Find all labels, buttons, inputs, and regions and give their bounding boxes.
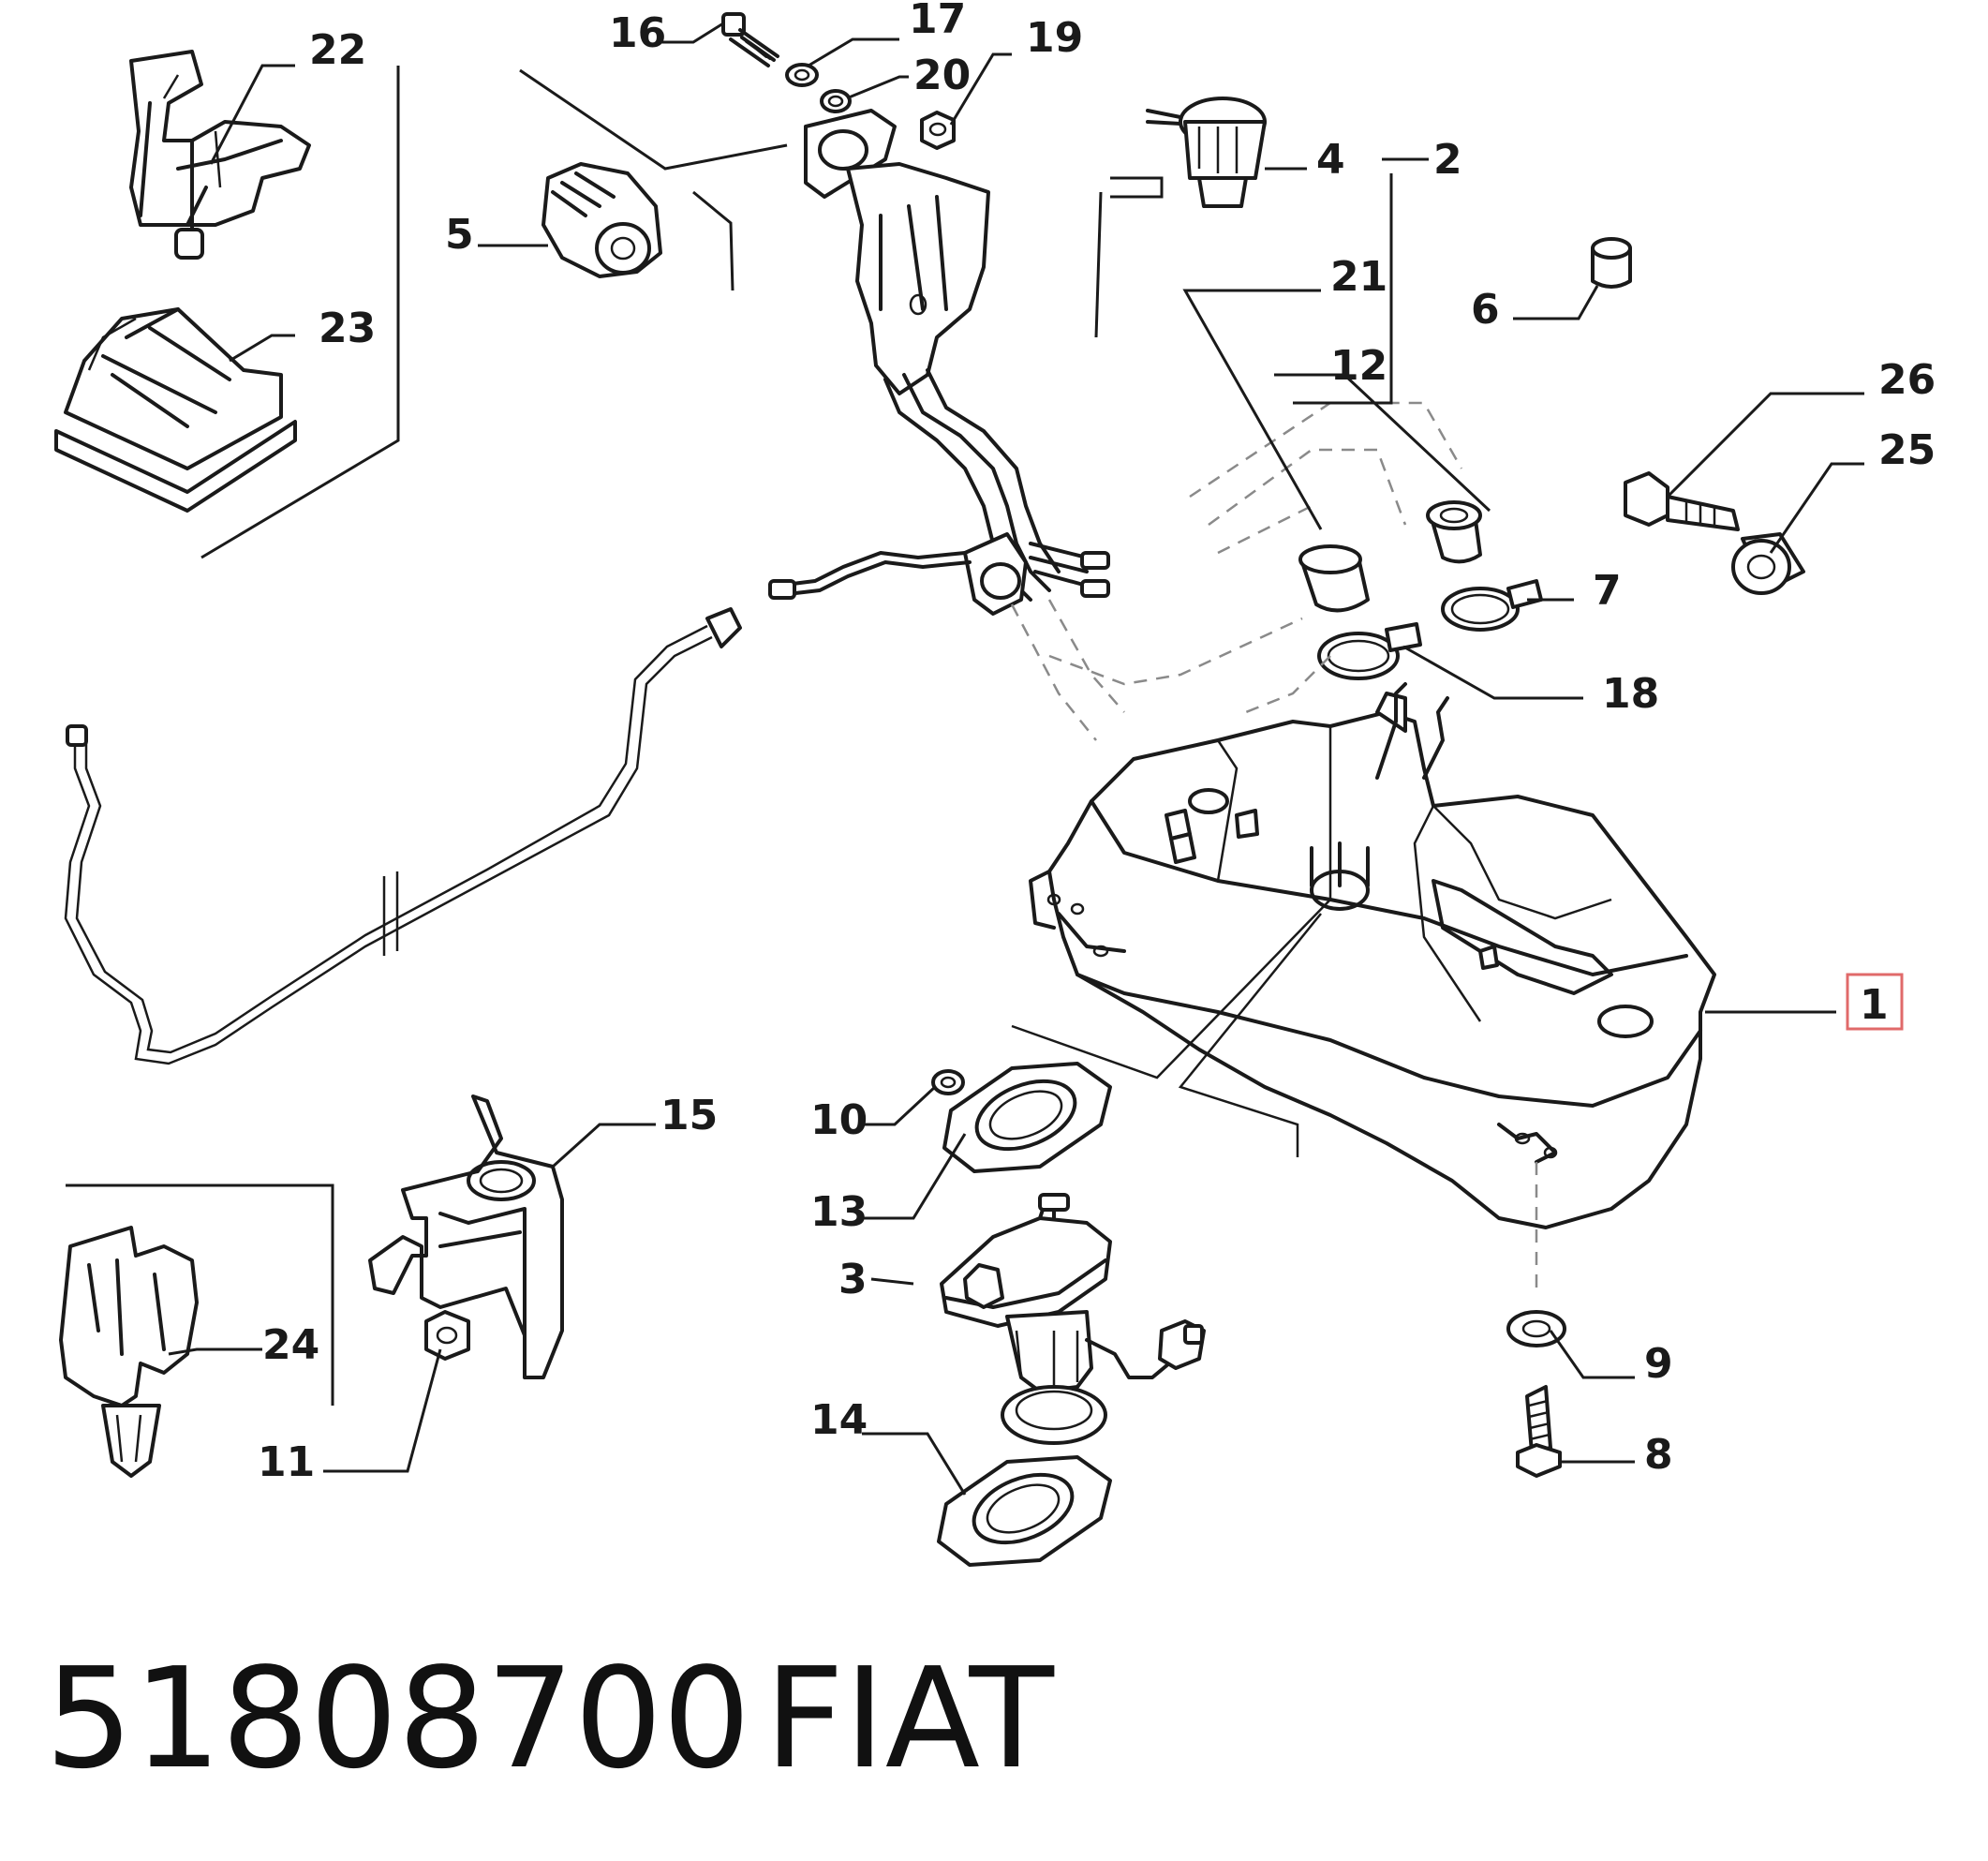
part-1-fuel-tank — [1029, 682, 1716, 1229]
callout-15[interactable]: 15 — [660, 1092, 718, 1139]
callout-1-highlight — [1846, 973, 1904, 1031]
callout-18[interactable]: 18 — [1602, 670, 1659, 718]
fuel-line-pipe — [64, 607, 742, 1065]
part-5-fuel-cap — [542, 162, 662, 278]
assembly-guide-lines — [1010, 401, 1463, 741]
part-8-bolt — [1516, 1385, 1562, 1478]
part-6-sleeve — [1591, 237, 1632, 289]
callout-7[interactable]: 7 — [1593, 567, 1622, 615]
part-14-gasket — [937, 1455, 1112, 1567]
part-26-bolt — [1624, 471, 1740, 531]
callout-12[interactable]: 12 — [1330, 342, 1387, 390]
group-box-24 — [66, 1184, 334, 1406]
callout-1[interactable]: 1 — [1860, 981, 1889, 1029]
part-15-bracket — [368, 1094, 564, 1379]
callout-17[interactable]: 17 — [909, 0, 966, 43]
callout-23[interactable]: 23 — [319, 305, 376, 352]
part-22-clip — [129, 50, 311, 260]
part-10-washer — [931, 1069, 965, 1095]
part-24-clip — [59, 1226, 199, 1478]
part-3-fuel-pump — [940, 1193, 1206, 1445]
callout-2[interactable]: 2 — [1433, 136, 1462, 184]
callout-5[interactable]: 5 — [445, 211, 474, 259]
callout-4[interactable]: 4 — [1316, 136, 1345, 184]
callout-13[interactable]: 13 — [810, 1188, 868, 1236]
callout-labels: 1 2 3 4 5 6 7 8 9 10 11 12 13 14 15 16 1… — [258, 0, 1936, 1486]
part-7-hose-clamp — [1441, 579, 1543, 632]
part-19-nut — [920, 111, 956, 150]
part-23-pad — [54, 307, 297, 513]
callout-leaders — [168, 22, 1864, 1496]
callout-9[interactable]: 9 — [1644, 1340, 1673, 1388]
part-25-spacer — [1731, 532, 1805, 595]
callout-24[interactable]: 24 — [262, 1321, 319, 1369]
part-21-hose-sleeve — [1298, 544, 1370, 613]
callout-14[interactable]: 14 — [810, 1396, 868, 1444]
part-17-washer — [785, 63, 819, 87]
callout-21[interactable]: 21 — [1330, 253, 1387, 301]
part-2-filler-neck — [519, 68, 1164, 616]
callout-25[interactable]: 25 — [1878, 426, 1936, 474]
part-11-nut — [424, 1310, 470, 1361]
callout-6[interactable]: 6 — [1471, 286, 1500, 334]
part-9-washer — [1506, 1310, 1566, 1347]
group-box-22-23 — [200, 66, 400, 559]
part-number-label: 51808700 — [45, 1638, 751, 1799]
callout-10[interactable]: 10 — [810, 1096, 868, 1144]
callout-8[interactable]: 8 — [1644, 1431, 1673, 1479]
pump-guide-lines — [1011, 899, 1538, 1293]
part-4-vent-valve — [1146, 97, 1267, 208]
callout-16[interactable]: 16 — [609, 9, 666, 57]
part-13-gasket — [942, 1062, 1112, 1173]
callout-26[interactable]: 26 — [1878, 356, 1936, 404]
callout-3[interactable]: 3 — [838, 1256, 868, 1303]
part-12-grommet — [1426, 500, 1482, 564]
callout-22[interactable]: 22 — [309, 26, 366, 74]
brand-label: FIAT — [764, 1638, 1054, 1799]
part-16-screw — [721, 12, 779, 67]
callout-11[interactable]: 11 — [258, 1438, 315, 1486]
callout-20[interactable]: 20 — [913, 52, 971, 99]
callout-19[interactable]: 19 — [1026, 14, 1083, 62]
part-18-hose-clamp — [1317, 622, 1422, 680]
part-20-washer — [820, 89, 852, 113]
